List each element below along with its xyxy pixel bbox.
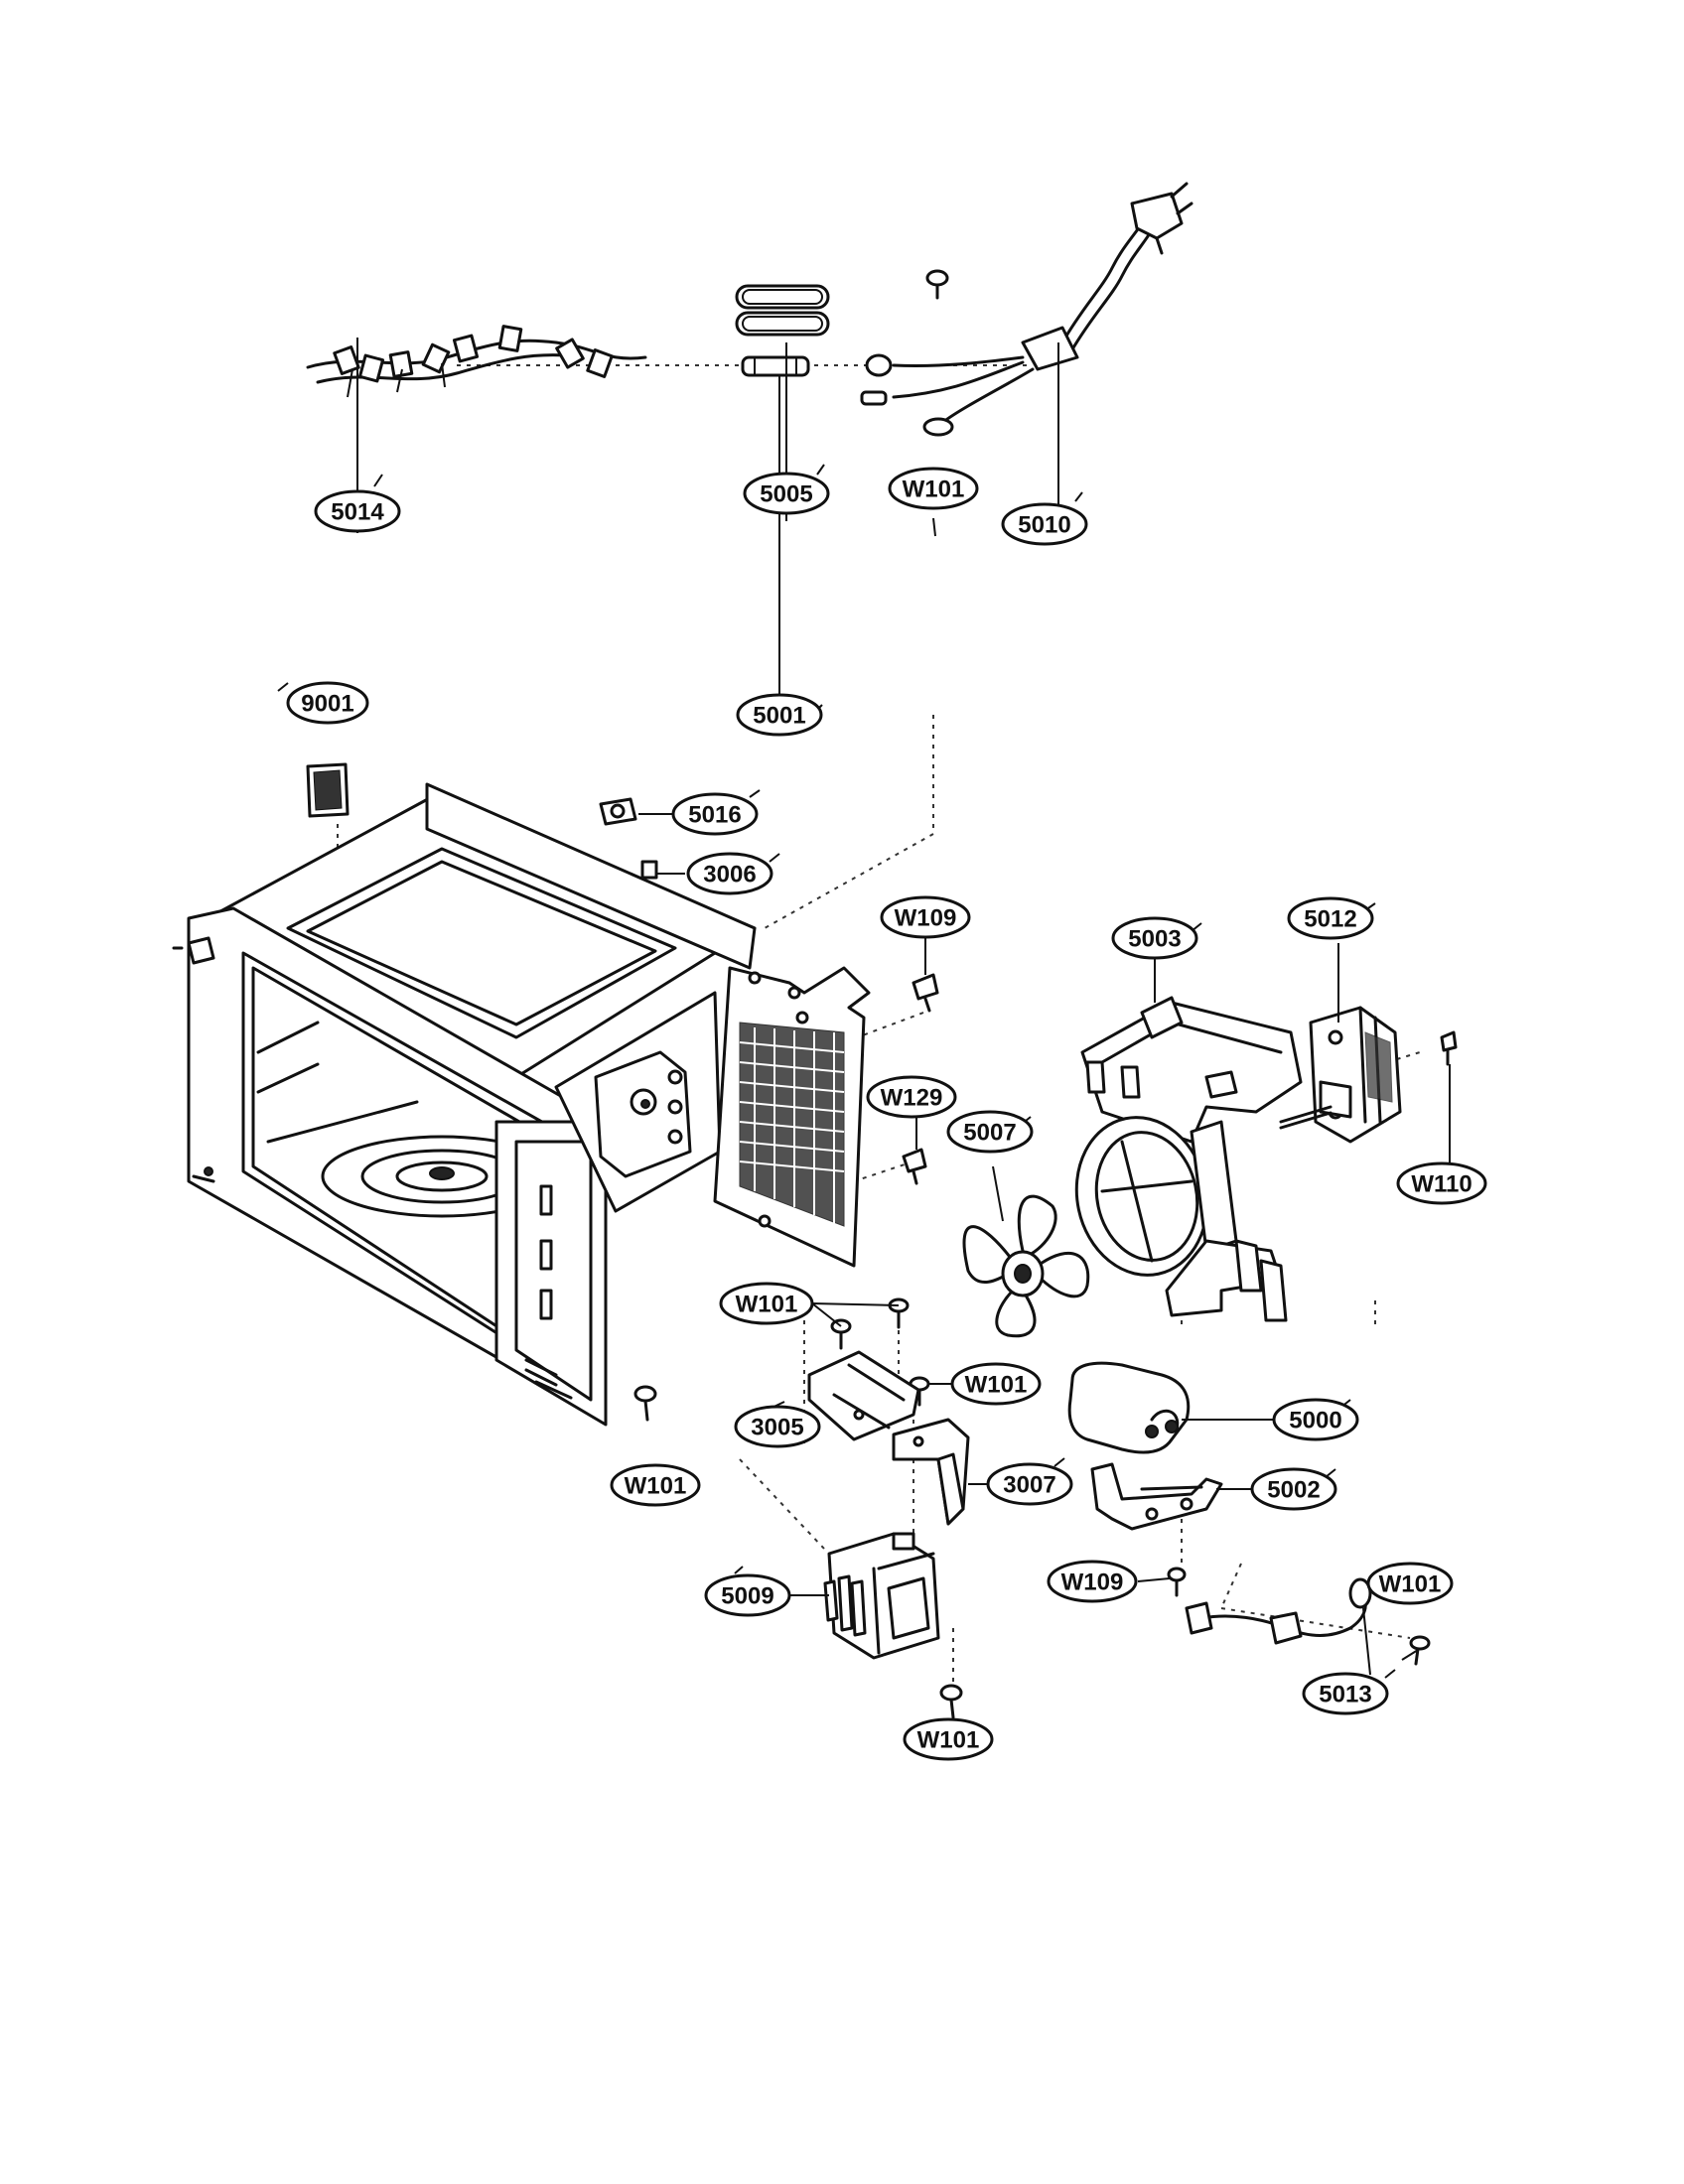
callout-label: 5016 bbox=[688, 802, 741, 829]
thermostat-5016 bbox=[599, 797, 637, 826]
callout-w109-upper: W109 bbox=[880, 895, 971, 939]
callout-label: W101 bbox=[1379, 1571, 1442, 1598]
callout-label: 5010 bbox=[1018, 512, 1070, 539]
callout-label: 3007 bbox=[1003, 1472, 1055, 1499]
callout-w101-mid: W101 bbox=[719, 1282, 814, 1325]
oven-cavity bbox=[172, 782, 757, 1427]
bracket-3005 bbox=[807, 1350, 920, 1441]
callout-label: 5005 bbox=[760, 481, 812, 508]
callout-label: W109 bbox=[895, 905, 957, 932]
callout-5005: 5005 bbox=[743, 472, 830, 515]
callout-5009: 5009 bbox=[704, 1573, 791, 1617]
callout-w101-top: W101 bbox=[888, 467, 979, 510]
screw-w110 bbox=[1440, 1030, 1458, 1066]
callout-label: W101 bbox=[917, 1727, 980, 1754]
fan-bracket-5003 bbox=[1074, 996, 1303, 1322]
callout-label: W101 bbox=[736, 1292, 798, 1318]
part-3006 bbox=[640, 860, 658, 880]
screw-w129 bbox=[902, 1148, 927, 1185]
callout-label: 5009 bbox=[721, 1583, 773, 1610]
callout-5003: 5003 bbox=[1111, 916, 1198, 960]
callout-label: 5007 bbox=[963, 1120, 1016, 1147]
callout-9001: 9001 bbox=[286, 681, 369, 725]
callout-label: 5013 bbox=[1319, 1682, 1371, 1708]
callout-label: 5014 bbox=[331, 499, 384, 526]
callout-label: 9001 bbox=[301, 691, 353, 718]
callout-label: 3006 bbox=[703, 862, 756, 888]
screw-w109-upper bbox=[912, 973, 939, 1013]
callout-w110: W110 bbox=[1396, 1161, 1487, 1205]
label-9001 bbox=[306, 762, 350, 818]
callout-3007: 3007 bbox=[986, 1462, 1073, 1506]
screw-w101-mid-left bbox=[830, 1318, 852, 1350]
wire-harness-5014 bbox=[306, 325, 647, 398]
callout-5007: 5007 bbox=[946, 1110, 1034, 1154]
capacitor-5000 bbox=[1067, 1361, 1191, 1454]
callout-w101-bottom: W101 bbox=[903, 1717, 994, 1761]
side-panel-vented bbox=[713, 966, 871, 1268]
callout-5001: 5001 bbox=[736, 693, 823, 737]
gasket-5005 bbox=[735, 284, 830, 337]
callout-5010: 5010 bbox=[1001, 502, 1088, 546]
callout-label: 5001 bbox=[753, 703, 805, 730]
callout-w101-cavity: W101 bbox=[610, 1463, 701, 1507]
callout-5012: 5012 bbox=[1287, 896, 1374, 940]
power-cord-5010 bbox=[860, 182, 1193, 437]
screw-w109-lower bbox=[1167, 1567, 1187, 1597]
callout-5016: 5016 bbox=[671, 792, 759, 836]
callout-3006: 3006 bbox=[686, 852, 773, 895]
callout-5002: 5002 bbox=[1250, 1467, 1337, 1511]
callout-label: 5012 bbox=[1304, 906, 1356, 933]
magnetron-5009 bbox=[823, 1532, 940, 1660]
callout-label: W110 bbox=[1411, 1171, 1472, 1198]
callout-label: W129 bbox=[881, 1085, 943, 1112]
screw-w101-top bbox=[925, 269, 949, 300]
callout-5000: 5000 bbox=[1272, 1398, 1359, 1441]
callout-5013: 5013 bbox=[1302, 1672, 1389, 1715]
callout-label: 5002 bbox=[1267, 1477, 1320, 1504]
screw-w101-mid-right bbox=[888, 1297, 910, 1329]
callout-label: 3005 bbox=[751, 1415, 803, 1441]
callout-label: 5000 bbox=[1289, 1408, 1341, 1434]
fan-motor-5012 bbox=[1279, 1006, 1402, 1144]
callout-w109-lower: W109 bbox=[1047, 1560, 1138, 1603]
callout-w101-bracket: W101 bbox=[950, 1362, 1042, 1406]
wire-harness-5013 bbox=[1185, 1577, 1372, 1645]
callout-label: 5003 bbox=[1128, 926, 1181, 953]
screw-w101-cavity bbox=[633, 1385, 657, 1422]
callout-5014: 5014 bbox=[314, 489, 401, 533]
callout-label: W101 bbox=[903, 477, 965, 503]
callout-label: W109 bbox=[1061, 1570, 1124, 1596]
callout-3005: 3005 bbox=[734, 1405, 821, 1448]
fuse-5001 bbox=[741, 355, 810, 377]
callout-label: W101 bbox=[965, 1372, 1028, 1399]
callout-label: W101 bbox=[625, 1473, 687, 1500]
callout-w101-lower-right: W101 bbox=[1366, 1562, 1454, 1605]
callout-w129: W129 bbox=[866, 1075, 957, 1119]
fan-blade-5007 bbox=[962, 1194, 1090, 1338]
screw-w101-lower-right bbox=[1409, 1635, 1431, 1666]
bracket-5002 bbox=[1090, 1462, 1223, 1531]
screw-w101-bottom bbox=[939, 1684, 963, 1719]
bracket-3007 bbox=[892, 1418, 970, 1526]
